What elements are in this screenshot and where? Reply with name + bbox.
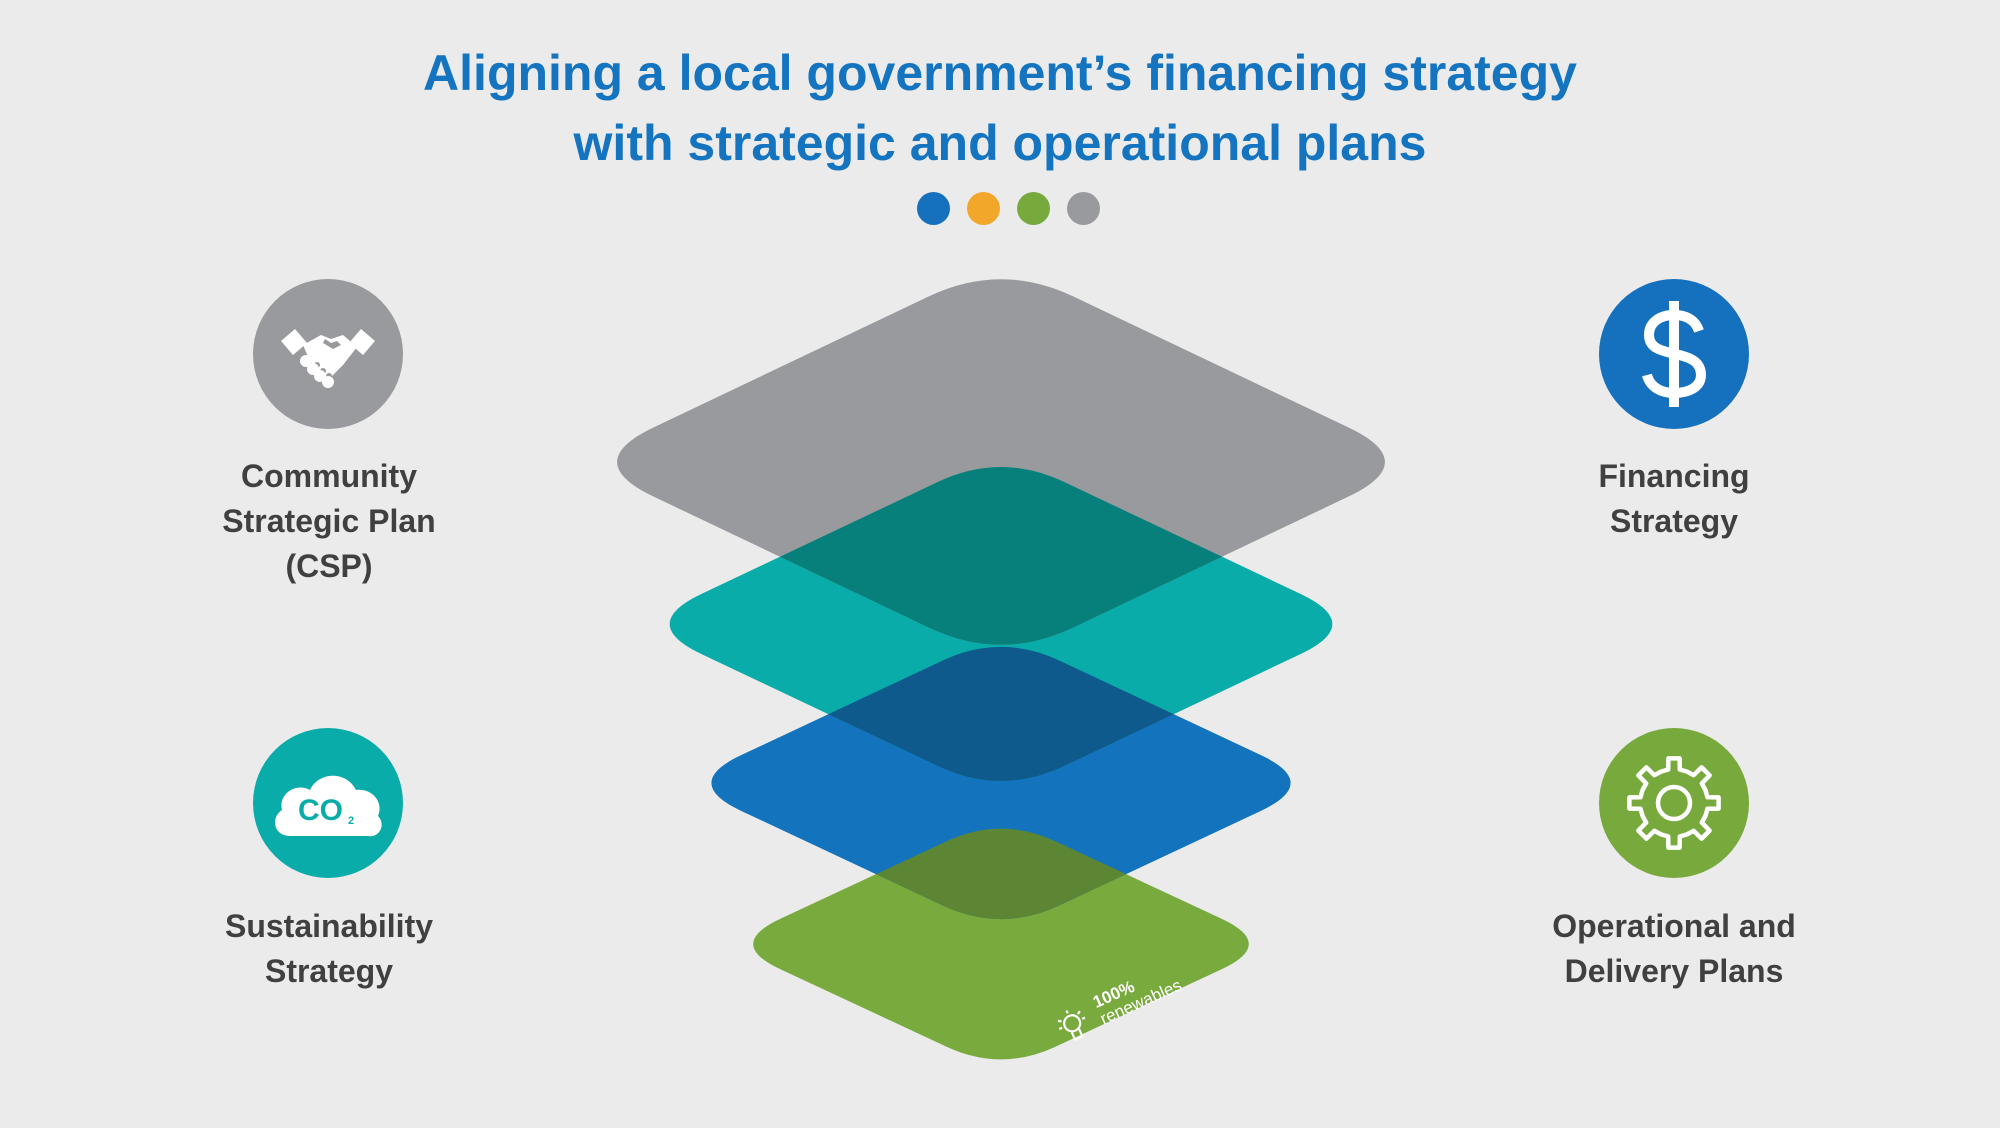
co2-icon-circle: CO 2 (253, 728, 403, 878)
decorative-dots (917, 192, 1100, 225)
csp-label-line: Strategic Plan (222, 503, 436, 539)
gear-outline (1627, 756, 1721, 850)
co2-cloud-icon: CO 2 (275, 775, 382, 837)
sustainability-label-line: Sustainability (224, 908, 434, 944)
csp-label-line: (CSP) (285, 548, 373, 584)
gear-icon (1627, 756, 1721, 850)
gear-icon-circle (1599, 728, 1749, 878)
page-title: Aligning a local government’s financing … (0, 38, 2000, 178)
blue-dot (917, 192, 950, 225)
csp-label: Community Strategic Plan (CSP) (149, 454, 509, 589)
title-line-1: Aligning a local government’s financing … (423, 45, 1577, 101)
gray-teal-overlap (669, 467, 1333, 645)
handshake-icon (281, 329, 375, 388)
financing-label-line: Financing (1598, 458, 1750, 494)
financing-label-line: Strategy (1609, 503, 1739, 539)
sustainability-label-line: Strategy (264, 953, 394, 989)
sustainability-label: Sustainability Strategy (149, 904, 509, 994)
financing-label: Financing Strategy (1494, 454, 1854, 544)
dollar-icon (1642, 301, 1707, 407)
co2-subscript: 2 (348, 815, 354, 827)
green-dot (1017, 192, 1050, 225)
csp-label-line: Community (241, 458, 417, 494)
title-line-2: with strategic and operational plans (573, 115, 1427, 171)
gray-dot (1067, 192, 1100, 225)
lightbulb-logo-icon (1057, 1010, 1086, 1041)
dollar-icon-circle (1599, 279, 1749, 429)
operational-label-line: Delivery Plans (1564, 953, 1784, 989)
handshake-icon-circle (253, 279, 403, 429)
co2-text: CO (298, 794, 343, 827)
teal-blue-overlap (711, 646, 1291, 781)
operational-label: Operational and Delivery Plans (1494, 904, 1854, 994)
operational-label-line: Operational and (1552, 908, 1796, 944)
orange-dot (967, 192, 1000, 225)
green-layer (753, 828, 1249, 1060)
